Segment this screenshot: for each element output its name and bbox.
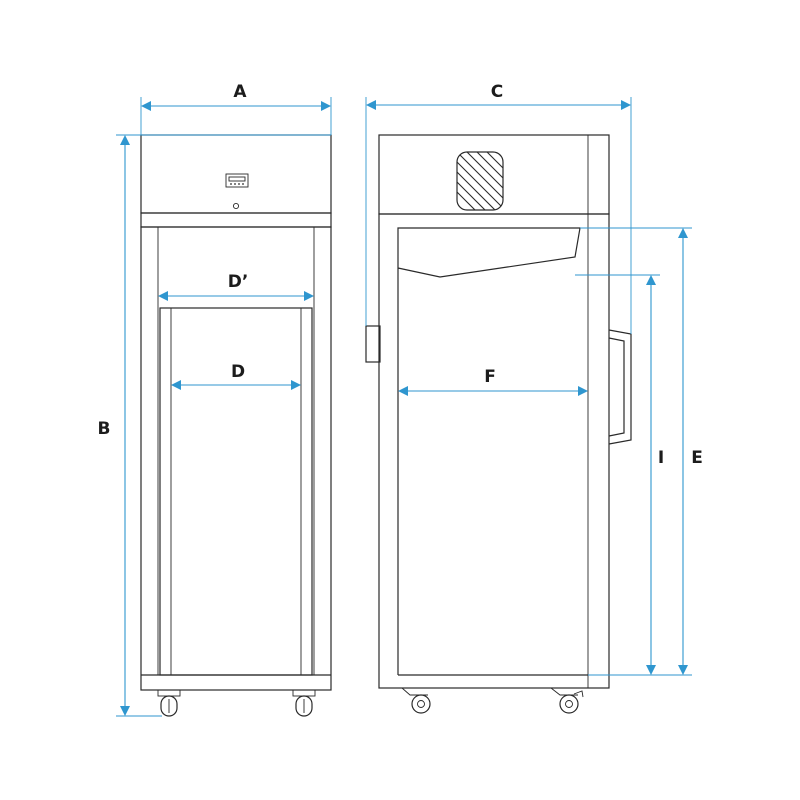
dimension-e: [580, 227, 692, 676]
caster-wheel-icon: [292, 689, 316, 717]
digital-display-icon: [225, 173, 249, 188]
label-e: E: [691, 448, 703, 468]
side-cabinet-body: [378, 213, 610, 689]
label-d-prime: D’: [228, 272, 249, 292]
dimension-d-prime: [158, 291, 314, 301]
caster-wheel-icon: [157, 689, 181, 717]
side-hinge-block: [365, 325, 381, 363]
dimension-d: [171, 380, 301, 390]
caster-wheel-icon: [550, 687, 584, 714]
dimension-f: [398, 386, 588, 396]
dimension-c: [365, 97, 632, 334]
dimension-labels: A B C D’ D F I E: [98, 82, 703, 468]
side-view: [365, 134, 632, 714]
label-c: C: [491, 82, 503, 102]
label-f: F: [484, 367, 496, 387]
label-i: I: [658, 448, 664, 468]
dimension-a: [140, 97, 332, 135]
hatched-vent-icon: [456, 151, 504, 211]
dimension-lines: [116, 97, 692, 717]
dimension-i: [575, 274, 660, 675]
label-b: B: [98, 419, 111, 439]
label-a: A: [233, 82, 247, 102]
side-door-handle: [608, 329, 632, 445]
keyhole-icon: [232, 202, 240, 210]
label-d: D: [231, 362, 245, 382]
front-trim-strip: [140, 212, 332, 228]
front-cabinet-body: [140, 226, 332, 691]
side-top-section: [378, 134, 610, 215]
side-interior-outline: [397, 227, 581, 675]
dimension-b: [116, 134, 331, 717]
front-view: [140, 134, 332, 717]
caster-wheel-icon: [401, 687, 431, 714]
